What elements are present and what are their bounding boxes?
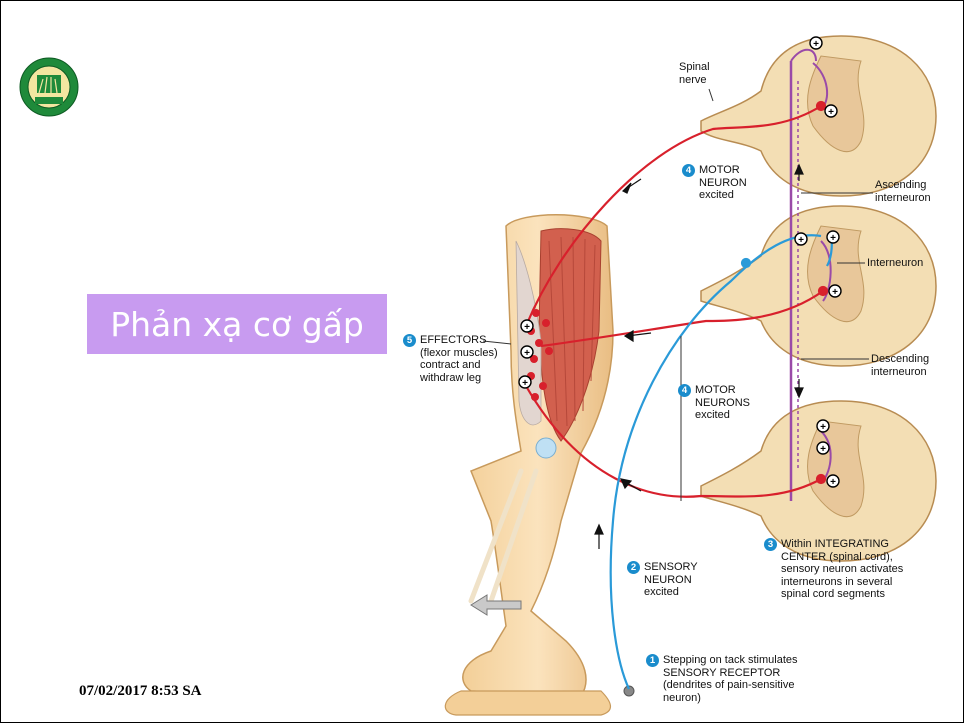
svg-text:+: + (832, 287, 838, 298)
svg-text:+: + (524, 348, 530, 359)
svg-text:+: + (830, 233, 836, 244)
label-motor-neurons: MOTOR NEURONS excited (695, 384, 750, 422)
svg-text:+: + (522, 378, 528, 389)
svg-text:+: + (820, 422, 826, 433)
label-spinal-nerve: Spinal nerve (679, 61, 710, 86)
label-sensory-receptor: Stepping on tack stimulates SENSORY RECE… (663, 654, 798, 704)
badge-3-integrating-center: 3 (764, 538, 777, 551)
slide-date: 07/02/2017 8:53 SA (79, 683, 202, 700)
svg-text:+: + (798, 235, 804, 246)
svg-text:+: + (820, 444, 826, 455)
slide-title: Phản xạ cơ gấp (87, 294, 387, 354)
badge-4-motor-neuron: 4 (682, 164, 695, 177)
svg-text:+: + (828, 107, 834, 118)
badge-5-effectors: 5 (403, 334, 416, 347)
svg-text:+: + (524, 322, 530, 333)
leg-illustration (445, 215, 634, 715)
label-ascending-interneuron: Ascending interneuron (875, 179, 931, 204)
spinal-cord-middle (701, 206, 936, 366)
badge-1-sensory-receptor: 1 (646, 654, 659, 667)
label-integrating-center: Within INTEGRATING CENTER (spinal cord),… (781, 538, 903, 601)
label-interneuron: Interneuron (867, 257, 923, 270)
label-motor-neuron: MOTOR NEURON excited (699, 164, 747, 202)
university-logo (19, 57, 79, 117)
label-effectors: EFFECTORS (flexor muscles) contract and … (420, 334, 498, 384)
svg-text:+: + (830, 477, 836, 488)
label-descending-interneuron: Descending interneuron (871, 353, 929, 378)
badge-4-motor-neurons: 4 (678, 384, 691, 397)
svg-text:+: + (813, 39, 819, 50)
slide-title-text: Phản xạ cơ gấp (110, 305, 364, 344)
badge-2-sensory-neuron: 2 (627, 561, 640, 574)
label-sensory-neuron: SENSORY NEURON excited (644, 561, 698, 599)
